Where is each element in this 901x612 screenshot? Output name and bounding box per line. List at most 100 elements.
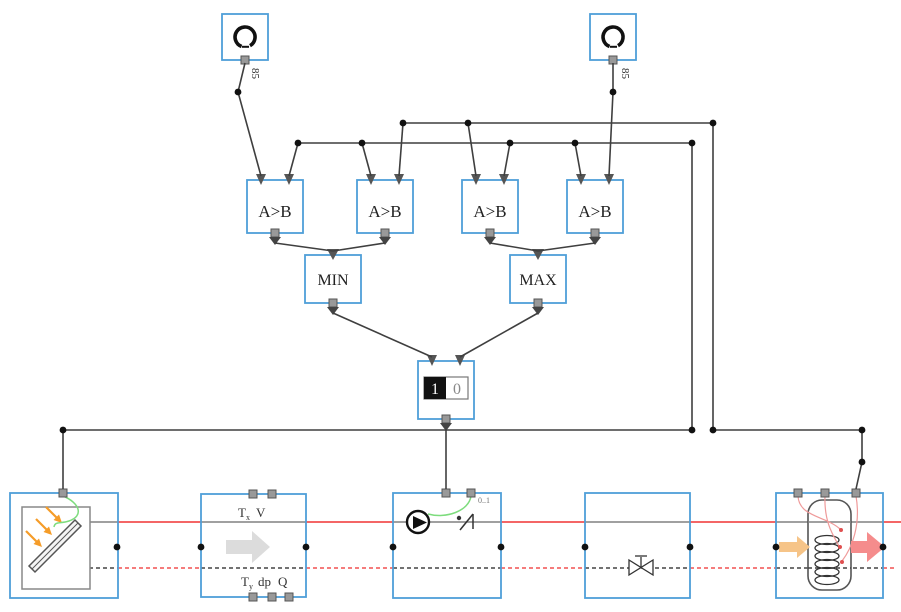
switch-block[interactable]: 1 0	[417, 355, 475, 431]
setpoint-left-out-port[interactable]	[240, 55, 250, 65]
out-port[interactable]	[380, 228, 390, 238]
out-arrow	[484, 237, 496, 245]
wire-comp4-to-max[interactable]	[537, 242, 596, 252]
storage-tank-block[interactable]	[775, 488, 885, 599]
pump-control-port[interactable]	[441, 488, 451, 498]
input-b-arrow[interactable]	[394, 174, 404, 185]
controller-icon	[601, 25, 625, 49]
wire-max-to-switch[interactable]	[459, 312, 539, 358]
port-tank-right	[879, 543, 887, 551]
out-port[interactable]	[590, 228, 600, 238]
controller-icon	[233, 25, 257, 49]
wire-setpointL-to-comp1A[interactable]	[237, 62, 262, 177]
wire-setpointR-to-comp4B[interactable]	[608, 63, 614, 177]
hydraulic-port-dots[interactable]	[113, 543, 887, 551]
port-pump-right	[497, 543, 505, 551]
setpoint-right-border[interactable]	[589, 13, 637, 61]
valve-block[interactable]	[584, 492, 691, 599]
setpoint-right-value: 85	[619, 68, 631, 80]
collector-panel-line	[31, 522, 79, 570]
wire-bus-to-comp2B[interactable]	[398, 122, 404, 177]
collector-control-link	[53, 495, 79, 528]
tank-top-port-2[interactable]	[820, 488, 830, 498]
pump-block[interactable]: 0..1	[392, 488, 502, 599]
solar-collector-block[interactable]	[9, 488, 119, 599]
setpoint-block-right[interactable]	[589, 13, 637, 65]
switch-on-label: 1	[431, 381, 439, 398]
input-on-arrow[interactable]	[427, 355, 437, 366]
sun-rays-icon	[25, 506, 62, 547]
comparator-block-2[interactable]: A>B	[356, 174, 414, 245]
pump-range-port[interactable]	[466, 488, 476, 498]
tank-sensor-dot-bottom	[840, 560, 844, 564]
wire-bus-to-comp1B[interactable]	[288, 142, 299, 177]
pump-rotor-icon	[413, 516, 427, 529]
wire-min-to-switch[interactable]	[332, 312, 433, 358]
comparator-block-3[interactable]: A>B	[461, 174, 519, 245]
wire-comp1-to-min[interactable]	[274, 242, 334, 252]
wire-comp3-to-max[interactable]	[489, 242, 539, 252]
wire-bus-to-comp3B[interactable]	[503, 142, 511, 177]
valve-icon	[628, 555, 654, 577]
input-arrow[interactable]	[532, 249, 544, 260]
setpoint-block-left[interactable]	[221, 13, 269, 65]
min-block[interactable]: MIN	[304, 249, 362, 315]
wire-bus-to-comp3A[interactable]	[467, 122, 477, 177]
flow-lines[interactable]	[33, 521, 901, 569]
out-port[interactable]	[270, 228, 280, 238]
comparator-label: A>B	[473, 202, 506, 221]
out-port[interactable]	[328, 298, 338, 308]
out-port[interactable]	[533, 298, 543, 308]
port-collector-right	[113, 543, 121, 551]
max-block[interactable]: MAX	[509, 249, 567, 315]
input-a-arrow[interactable]	[471, 174, 481, 185]
collector-sensor-port[interactable]	[58, 488, 68, 498]
port-sensor-right	[302, 543, 310, 551]
junction-dots	[59, 88, 866, 466]
switch-off-label: 0	[453, 381, 461, 398]
sensor-bottom-port-2[interactable]	[267, 592, 277, 602]
comparator-block-1[interactable]: A>B	[246, 174, 304, 245]
tank-top-port-1[interactable]	[793, 488, 803, 498]
wire-collector-sensor[interactable]	[62, 143, 693, 489]
input-a-arrow[interactable]	[576, 174, 586, 185]
wire-comp2-to-min[interactable]	[332, 242, 386, 252]
wire-bus-to-comp2A[interactable]	[361, 142, 372, 177]
wire-bus-to-comp4A[interactable]	[574, 142, 582, 177]
port-pump-left	[389, 543, 397, 551]
port-valve-left	[581, 543, 589, 551]
tank-top-port-3[interactable]	[851, 488, 861, 498]
sensor-top-port-1[interactable]	[248, 489, 258, 499]
wire-tank-sensor[interactable]	[712, 123, 863, 490]
input-b-arrow[interactable]	[499, 174, 509, 185]
port-tank-left	[772, 543, 780, 551]
input-a-arrow[interactable]	[366, 174, 376, 185]
sensor-bottom-port-3[interactable]	[284, 592, 294, 602]
port-sensor-left	[197, 543, 205, 551]
input-arrow[interactable]	[327, 249, 339, 260]
setpoint-right-out-port[interactable]	[608, 55, 618, 65]
out-port[interactable]	[441, 414, 451, 424]
comparator-label: A>B	[258, 202, 291, 221]
input-b-arrow[interactable]	[284, 174, 294, 185]
out-port[interactable]	[485, 228, 495, 238]
input-a-arrow[interactable]	[256, 174, 266, 185]
input-b-arrow[interactable]	[604, 174, 614, 185]
comparator-label: A>B	[578, 202, 611, 221]
out-arrow	[589, 237, 601, 245]
pump-range-label: 0..1	[478, 496, 490, 505]
pump-border[interactable]	[392, 492, 502, 599]
tank-inlet-arrow-icon	[779, 536, 810, 558]
control-wires[interactable]	[62, 62, 863, 490]
valve-border[interactable]	[584, 492, 691, 599]
out-arrow	[440, 423, 452, 431]
setpoint-left-border[interactable]	[221, 13, 269, 61]
comparator-block-4[interactable]: A>B	[566, 174, 624, 245]
sensor-top-port-2[interactable]	[267, 489, 277, 499]
sensor-bottom-port-1[interactable]	[248, 592, 258, 602]
max-label: MAX	[519, 272, 557, 289]
input-off-arrow[interactable]	[455, 355, 465, 366]
